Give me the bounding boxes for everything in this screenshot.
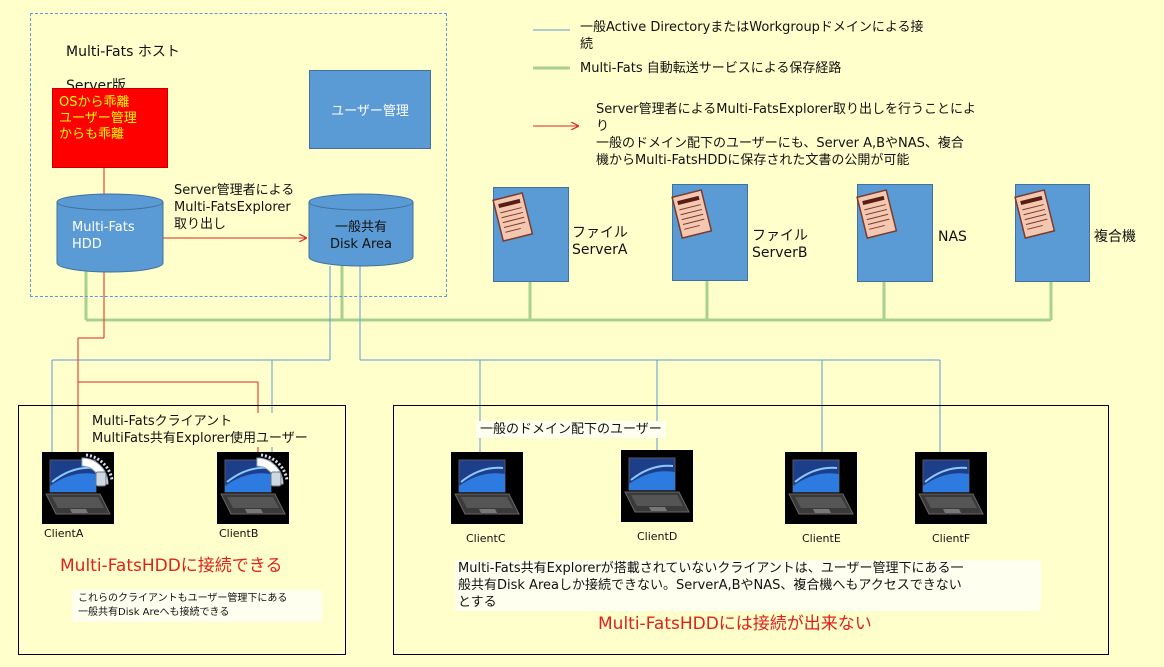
shield-icon bbox=[81, 453, 114, 487]
client-laptop-ClientD bbox=[621, 450, 693, 526]
client-label: ClientF bbox=[932, 532, 971, 545]
disk-area-cylinder bbox=[308, 193, 414, 267]
client-laptop-ClientA bbox=[42, 452, 114, 528]
server-document-icon-wrap bbox=[669, 189, 715, 245]
green-transfer-path bbox=[84, 266, 1053, 322]
left-group-status: Multi-FatsHDDに接続できる bbox=[60, 556, 283, 576]
laptop-icon bbox=[42, 452, 114, 524]
client-label: ClientC bbox=[466, 532, 506, 545]
client-laptop-ClientF bbox=[915, 452, 987, 528]
right-group-title: 一般のドメイン配下のユーザー bbox=[476, 421, 666, 438]
server-document-icon-wrap bbox=[1012, 189, 1058, 245]
client-laptop-ClientB bbox=[217, 452, 289, 528]
legend-blue-text: 一般Active DirectoryまたはWorkgroupドメインによる接 続 bbox=[580, 20, 924, 52]
disk-area-label: 一般共有 Disk Area bbox=[330, 220, 392, 252]
server-label-2: ファイル ServerB bbox=[752, 228, 808, 261]
server-label-4: 複合機 bbox=[1094, 229, 1136, 245]
os-detached-box: OSから乖離 ユーザー管理 からも乖離 bbox=[52, 88, 168, 168]
document-icon bbox=[492, 192, 534, 242]
server-document-icon-wrap bbox=[490, 192, 536, 248]
blue-domain-lines bbox=[51, 266, 941, 455]
host-title-line1: Multi-Fats ホスト bbox=[66, 44, 180, 60]
server-box-4 bbox=[1012, 184, 1090, 282]
left-group-note: これらのクライアントもユーザー管理下にある 一般共有Disk Areへも接続でき… bbox=[72, 590, 322, 622]
multifats-hdd-cylinder bbox=[56, 193, 164, 273]
server-box-1 bbox=[490, 187, 569, 282]
server-box-3 bbox=[854, 184, 933, 282]
legend-red-text: Server管理者によるMulti-FatsExplorer取り出しを行うことに… bbox=[596, 102, 976, 168]
user-management-label: ユーザー管理 bbox=[331, 104, 409, 119]
laptop-icon bbox=[621, 450, 693, 522]
document-icon bbox=[671, 189, 713, 239]
host-server-frame bbox=[30, 13, 447, 297]
server-label-1: ファイル ServerA bbox=[572, 225, 628, 258]
server-document-icon-wrap bbox=[854, 189, 900, 245]
laptop-icon bbox=[915, 452, 987, 524]
server-box-2 bbox=[669, 184, 748, 281]
laptop-icon bbox=[451, 452, 523, 524]
right-group-note: Multi-Fats共有Explorerが搭載されていないクライアントは、ユーザ… bbox=[455, 560, 1041, 611]
client-label: ClientA bbox=[44, 527, 84, 540]
client-label: ClientD bbox=[637, 530, 678, 543]
left-group-title: Multi-Fatsクライアント MultiFats共有Explorer使用ユー… bbox=[92, 413, 308, 447]
client-label: ClientB bbox=[219, 527, 259, 540]
hdd-label: Multi-Fats HDD bbox=[72, 220, 135, 252]
client-laptop-ClientE bbox=[785, 452, 857, 528]
shield-icon bbox=[256, 453, 289, 487]
laptop-icon bbox=[217, 452, 289, 524]
legend-green-text: Multi-Fats 自動転送サービスによる保存経路 bbox=[580, 61, 842, 76]
right-group-status: Multi-FatsHDDには接続が出来ない bbox=[598, 614, 872, 634]
domain-user-group bbox=[393, 405, 1109, 655]
client-laptop-ClientC bbox=[451, 452, 523, 528]
multifats-client-group bbox=[18, 405, 346, 655]
document-icon bbox=[1014, 189, 1056, 239]
document-icon bbox=[856, 189, 898, 239]
client-label: ClientE bbox=[802, 532, 841, 545]
laptop-icon bbox=[785, 452, 857, 524]
server-label-3: NAS bbox=[938, 229, 967, 245]
extract-note: Server管理者による Multi-FatsExplorer 取り出し bbox=[174, 183, 295, 232]
user-management-box: ユーザー管理 bbox=[309, 70, 431, 149]
